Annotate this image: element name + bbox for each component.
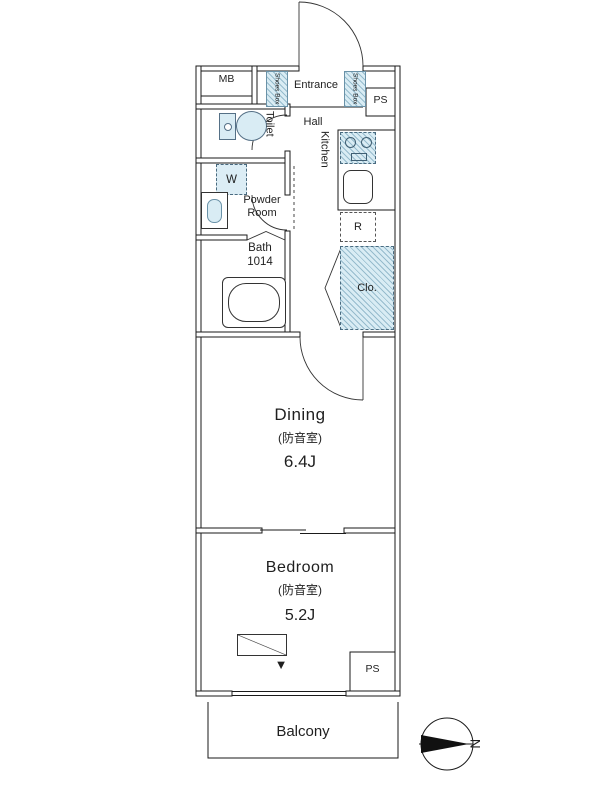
bathtub-icon [222, 277, 286, 328]
bath-folding-door [246, 231, 286, 241]
dining-soundproof: (防音室) [278, 431, 322, 445]
kitchen-sink-icon [343, 170, 373, 204]
stove-burner-icon [345, 137, 356, 148]
compass-needle [421, 735, 469, 753]
shoes-box-left: Shoes Box [266, 71, 288, 107]
vanity-sink-icon [201, 192, 228, 229]
bathtub-inner-icon [228, 283, 280, 322]
ps-bottom-label: PS [365, 663, 380, 675]
compass-icon [419, 717, 474, 771]
toilet-tank-icon [219, 113, 236, 140]
mb-label: MB [218, 73, 235, 85]
shoes-box-left-label: Shoes Box [273, 73, 281, 105]
kitchen-counter-outline [337, 129, 396, 211]
bedroom-soundproof: (防音室) [278, 583, 322, 597]
kitchen-label: Kitchen [318, 131, 331, 168]
closet-door-fold [324, 247, 342, 329]
dining-door-arc [299, 336, 364, 401]
ps-top-label: PS [373, 94, 388, 106]
shoes-box-right: Shoes Box [344, 71, 366, 107]
washing-machine-icon: W [216, 164, 247, 195]
balcony-label: Balcony [276, 723, 330, 740]
bedroom-labels: Bedroom (防音室) 5.2J [230, 559, 370, 625]
bath-model: 1014 [247, 256, 273, 268]
ps-shaft-top [365, 87, 396, 117]
fridge-label: R [354, 221, 362, 233]
walls [195, 65, 401, 697]
bath-label: Bath 1014 [234, 241, 286, 269]
closet-area: Clo. [340, 246, 394, 330]
bedroom-size: 5.2J [284, 607, 316, 624]
ps-shaft-bottom [349, 651, 396, 692]
powder-room-label: Powder Room [243, 194, 281, 219]
shoes-box-right-label: Shoes Box [351, 73, 359, 105]
stove-icon [340, 132, 376, 164]
toilet-flush-icon [224, 123, 232, 131]
door-swings [246, 1, 364, 401]
stove-grill-icon [351, 153, 367, 161]
bedroom-counter-icon [237, 634, 287, 656]
dining-size: 6.4J [283, 452, 317, 471]
balcony-outline [207, 702, 399, 759]
dining-room-labels: Dining (防音室) 6.4J [230, 405, 370, 472]
powder-door-arc [251, 194, 288, 231]
hall-label: Hall [303, 116, 323, 128]
vanity-basin-icon [207, 199, 222, 223]
bedroom-name: Bedroom [265, 559, 335, 576]
structure-lines [201, 87, 399, 759]
dining-name: Dining [274, 405, 326, 424]
bath-name: Bath [248, 242, 272, 254]
washer-label: W [226, 173, 237, 186]
entrance-label: Entrance [293, 79, 339, 91]
refrigerator-space: R [340, 212, 376, 242]
toilet-label: Toilet [263, 111, 276, 137]
stove-burner-icon [361, 137, 372, 148]
window-marker-icon: ▼ [274, 657, 288, 672]
compass-north-label: N [467, 738, 483, 749]
bedroom-window [231, 691, 347, 696]
entrance-door-arc [298, 1, 364, 67]
toilet-bowl-icon [236, 111, 267, 141]
closet-label: Clo. [357, 282, 377, 294]
